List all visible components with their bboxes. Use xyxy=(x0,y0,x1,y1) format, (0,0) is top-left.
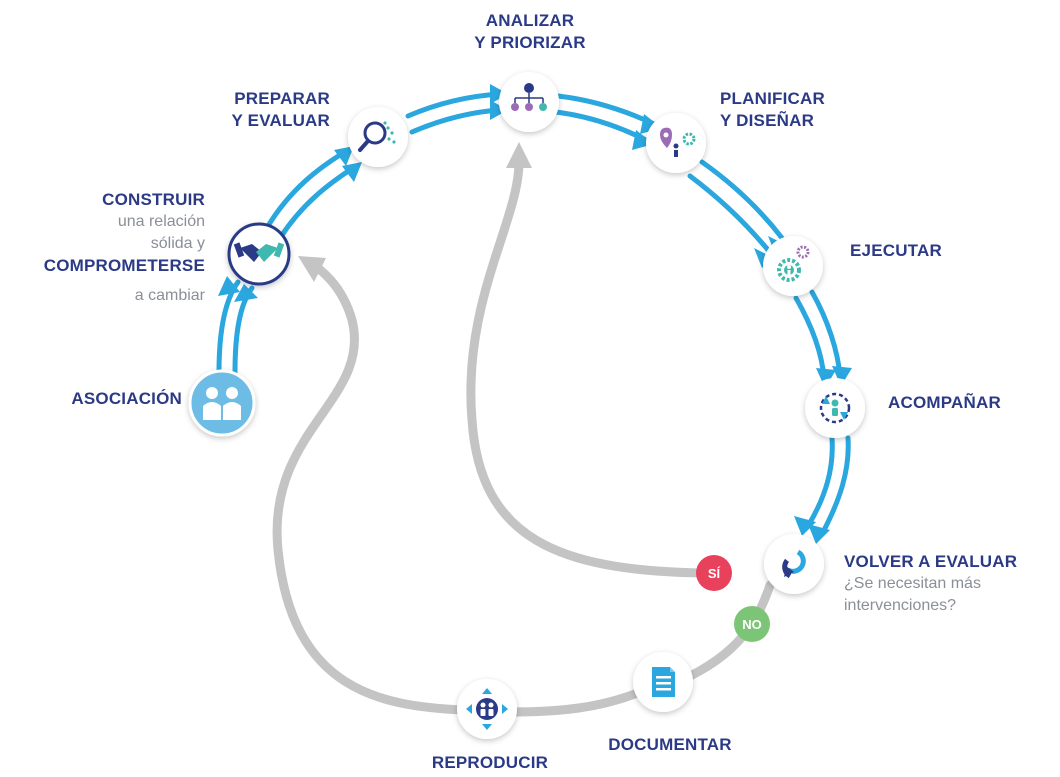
cycle-ejecutar-acompanar xyxy=(809,289,843,379)
cycle-acompanar-volver-2 xyxy=(805,435,835,529)
arrowhead xyxy=(218,276,240,296)
label-analizar: ANALIZAR Y PRIORIZAR xyxy=(440,10,620,54)
label-documentar: DOCUMENTAR xyxy=(608,735,732,754)
node-asociacion xyxy=(188,369,256,437)
node-documentar xyxy=(633,652,693,712)
label-planificar-line2: Y DISEÑAR xyxy=(720,111,815,130)
label-asociacion: ASOCIACIÓN xyxy=(71,389,182,408)
loop-doc-repro-path xyxy=(505,687,645,717)
gears-person-icon xyxy=(777,245,810,282)
label-volver-sub2: intervenciones? xyxy=(844,597,957,614)
arrowhead xyxy=(234,284,258,302)
cycle-planificar-ejecutar xyxy=(699,159,785,241)
plan-gear-icon xyxy=(660,127,696,157)
person-cycle-icon xyxy=(819,392,851,424)
node-acompanar xyxy=(805,378,865,438)
arrowhead xyxy=(754,248,774,268)
label-ejecutar: EJECUTAR xyxy=(850,241,942,260)
label-volver: VOLVER A EVALUAR xyxy=(844,552,1018,571)
label-preparar-line1: PREPARAR xyxy=(234,89,330,108)
label-reproducir: REPRODUCIR xyxy=(431,753,549,772)
label-volver-sub1: ¿Se necesitan más xyxy=(844,575,981,592)
hierarchy-icon xyxy=(511,83,547,111)
node-ejecutar xyxy=(763,236,823,296)
no-badge-text: NO xyxy=(742,617,762,632)
node-planificar xyxy=(646,113,706,173)
handshake-icon xyxy=(233,242,285,262)
loop-yes-arrowhead xyxy=(506,142,532,168)
label-construir-sub1: una relación xyxy=(117,213,205,230)
yes-badge-text: SÍ xyxy=(708,566,721,581)
cycle-construir-preparar xyxy=(265,147,351,229)
label-preparar-line2: Y EVALUAR xyxy=(231,111,330,130)
label-planificar: PLANIFICAR Y DISEÑAR xyxy=(720,88,900,132)
cycle-arrowheads xyxy=(218,84,852,544)
people-network-icon xyxy=(466,688,508,730)
label-analizar-line2: Y PRIORIZAR xyxy=(474,33,586,52)
label-comprometerse-sub: a cambiar xyxy=(134,287,205,304)
feedback-loops xyxy=(272,142,775,717)
label-planificar-line1: PLANIFICAR xyxy=(720,89,825,108)
label-analizar-line1: ANALIZAR xyxy=(485,11,575,30)
arrowhead xyxy=(808,524,830,544)
label-construir-sub2: sólida y xyxy=(150,235,205,252)
magnifier-icon xyxy=(358,121,396,152)
two-people-icon xyxy=(203,387,241,420)
node-reproducir xyxy=(457,679,517,739)
arrowhead xyxy=(832,366,852,386)
arrowhead xyxy=(816,368,836,388)
cycle-analizar-planificar xyxy=(555,93,657,127)
document-icon xyxy=(652,667,675,697)
cycle-acompanar-volver xyxy=(819,435,851,537)
node-preparar xyxy=(348,107,408,167)
arrowhead xyxy=(342,162,362,182)
no-badge: NO xyxy=(734,606,770,642)
label-comprometerse: COMPROMETERSE xyxy=(43,256,205,275)
cycle-construir-preparar-2 xyxy=(277,163,359,241)
arrowhead xyxy=(794,516,816,536)
label-construir: CONSTRUIR xyxy=(102,190,205,209)
cycle-planificar-ejecutar-2 xyxy=(687,173,771,253)
node-volver xyxy=(764,534,824,594)
loop-repro-construir-path xyxy=(272,257,467,715)
node-construir xyxy=(227,222,291,286)
link-refresh-icon xyxy=(782,549,806,579)
loop-yes-path xyxy=(466,155,705,578)
label-preparar: PREPARAR Y EVALUAR xyxy=(170,88,330,132)
yes-badge: SÍ xyxy=(696,555,732,591)
cycle-preparar-analizar-2 xyxy=(409,107,503,135)
node-analizar xyxy=(499,72,559,132)
arrowhead xyxy=(490,100,508,120)
main-cycle xyxy=(216,91,851,537)
arrowhead xyxy=(334,146,354,166)
label-acompanar: ACOMPAÑAR xyxy=(888,393,1001,412)
loop-construir-arrowhead xyxy=(298,256,326,282)
arrowhead xyxy=(490,84,508,104)
